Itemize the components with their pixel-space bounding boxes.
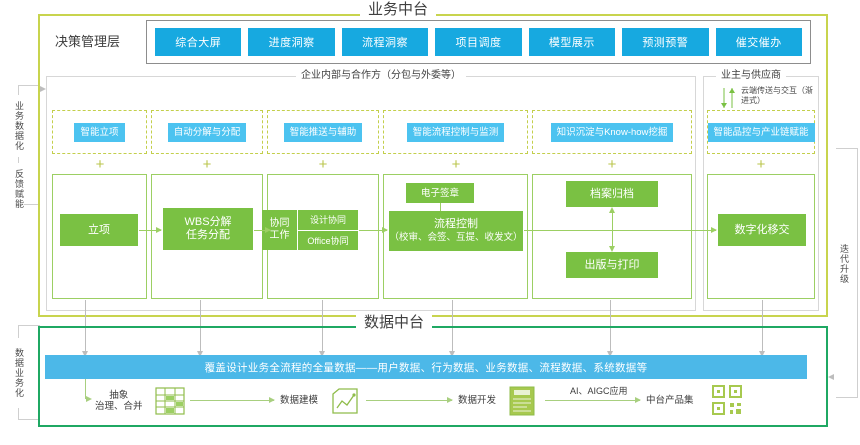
process-box-collaboration[interactable]: 协同 工作 设计协同 Office协同 — [262, 210, 358, 250]
business-platform-title: 业务中台 — [360, 2, 437, 18]
archiving-print-bidirectional-arrow — [609, 207, 615, 252]
flow-arrow-0 — [139, 227, 162, 233]
ai-capability-label-4: 知识沉淀与Know-how挖掘 — [550, 122, 674, 142]
qr-code-icon — [712, 385, 742, 415]
decision-button-4[interactable]: 模型展示 — [528, 28, 616, 56]
collaboration-label-line1: 协同 — [269, 218, 290, 229]
plus-symbol-4: + — [607, 156, 617, 173]
process-box-esignature[interactable]: 电子签章 — [406, 183, 474, 203]
ai-capability-cell-2[interactable]: 智能推送与辅助 — [267, 110, 379, 154]
pipeline-arrow-0 — [190, 397, 275, 403]
pipeline-label-1-line1: 数据建模 — [280, 395, 319, 406]
pipeline-label-3-line1: 中台产品集 — [646, 395, 694, 406]
plus-symbol-0: + — [95, 156, 105, 173]
decision-button-1[interactable]: 进度洞察 — [248, 28, 335, 56]
left-rail-label-feedback: 反馈赋能 — [13, 163, 24, 215]
ai-capability-label-5: 智能品控与产业链赋能 — [707, 122, 815, 142]
ai-capability-cell-0[interactable]: 智能立项 — [52, 110, 147, 154]
flow-arrow-1 — [254, 227, 271, 233]
data-platform-frame — [38, 326, 828, 427]
chart-box-icon — [332, 388, 358, 414]
right-rail-iteration — [836, 148, 858, 398]
pipeline-label-0-line2: 治理、合并 — [95, 401, 143, 412]
data-platform-title: 数据中台 — [356, 315, 433, 331]
left-rail-arrow-top — [40, 86, 46, 92]
decision-layer-label: 决策管理层 — [55, 34, 121, 49]
process-box-wbs-line1: WBS分解 — [184, 216, 232, 228]
pipeline-arrow-2 — [545, 397, 641, 403]
process-box-wbs[interactable]: WBS分解 任务分配 — [163, 208, 253, 250]
ai-capability-label-2: 智能推送与辅助 — [283, 122, 363, 142]
collaboration-label-line2: 工作 — [269, 230, 290, 241]
flow-arrow-2 — [359, 227, 388, 233]
pipeline-label-0-line1: 抽象 — [109, 390, 129, 401]
cloud-exchange-arrows — [721, 88, 735, 108]
process-box-initiation[interactable]: 立项 — [60, 214, 138, 246]
flow-control-line1: 流程控制 — [434, 218, 478, 230]
left-rail-label-business: 业务数据化 — [13, 95, 24, 157]
decision-button-0[interactable]: 综合大屏 — [155, 28, 242, 56]
pipeline-label-3: 中台产品集 — [646, 395, 694, 406]
pipeline-arrow-1 — [366, 397, 453, 403]
collaboration-sub-design[interactable]: 设计协同 — [298, 210, 358, 231]
flow-arrow-3 — [524, 227, 717, 233]
process-box-flow-control[interactable]: 流程控制 （校审、会签、互提、收发文） — [389, 211, 523, 251]
collaboration-label: 协同 工作 — [262, 210, 298, 250]
collaboration-sub-list: 设计协同 Office协同 — [298, 210, 358, 250]
decision-button-5[interactable]: 预测预警 — [622, 28, 709, 56]
ai-capability-cell-3[interactable]: 智能流程控制与监测 — [383, 110, 528, 154]
pipeline-label-2: 数据开发 — [458, 395, 496, 406]
ai-capability-cell-5[interactable]: 智能品控与产业链赋能 — [707, 110, 815, 154]
decision-button-6[interactable]: 催交催办 — [715, 28, 802, 56]
plus-symbol-2: + — [318, 156, 328, 173]
table-grid-icon — [155, 387, 185, 415]
decision-button-2[interactable]: 流程洞察 — [341, 28, 429, 56]
data-coverage-bar: 覆盖设计业务全流程的全量数据——用户数据、行为数据、业务数据、流程数据、系统数据… — [45, 355, 807, 379]
ai-capability-cell-1[interactable]: 自动分解与分配 — [151, 110, 263, 154]
process-box-archiving[interactable]: 档案归档 — [566, 181, 658, 207]
process-box-print[interactable]: 出版与打印 — [566, 252, 658, 278]
group-internal-caption: 企业内部与合作方（分包与外委等） — [296, 70, 466, 82]
pipeline-entry-line — [85, 379, 86, 399]
decision-button-3[interactable]: 项目调度 — [435, 28, 522, 56]
plus-symbol-3: + — [451, 156, 461, 173]
group-owner-caption: 业主与供应商 — [716, 70, 786, 82]
ai-capability-cell-4[interactable]: 知识沉淀与Know-how挖掘 — [532, 110, 692, 154]
right-rail-arrow — [828, 374, 834, 380]
process-box-digital-delivery[interactable]: 数字化移交 — [718, 214, 806, 246]
process-box-wbs-line2: 任务分配 — [186, 229, 230, 241]
pipeline-label-1: 数据建模 — [280, 395, 318, 406]
code-book-icon — [509, 386, 535, 416]
plus-symbol-1: + — [202, 156, 212, 173]
pipeline-label-0: 抽象 治理、合并 — [95, 390, 143, 412]
decision-button-bar: 综合大屏 进度洞察 流程洞察 项目调度 模型展示 预测预警 催交催办 — [146, 20, 811, 64]
right-rail-label: 迭代升级 — [838, 238, 849, 290]
plus-symbol-5: + — [756, 156, 766, 173]
ai-application-label: AI、AIGC应用 — [570, 386, 628, 396]
flow-control-line2: （校审、会签、互提、收发文） — [389, 232, 523, 243]
ai-capability-label-3: 智能流程控制与监测 — [406, 122, 505, 142]
ai-capability-label-0: 智能立项 — [74, 122, 125, 142]
left-rail-label-data: 数据业务化 — [13, 338, 24, 408]
pipeline-label-2-line1: 数据开发 — [458, 395, 497, 406]
collaboration-sub-office[interactable]: Office协同 — [307, 235, 349, 246]
cloud-exchange-note: 云端传送与交互（渐进式） — [741, 86, 813, 105]
ai-capability-label-1: 自动分解与分配 — [167, 122, 247, 142]
pipeline-entry-arrow — [86, 396, 92, 402]
